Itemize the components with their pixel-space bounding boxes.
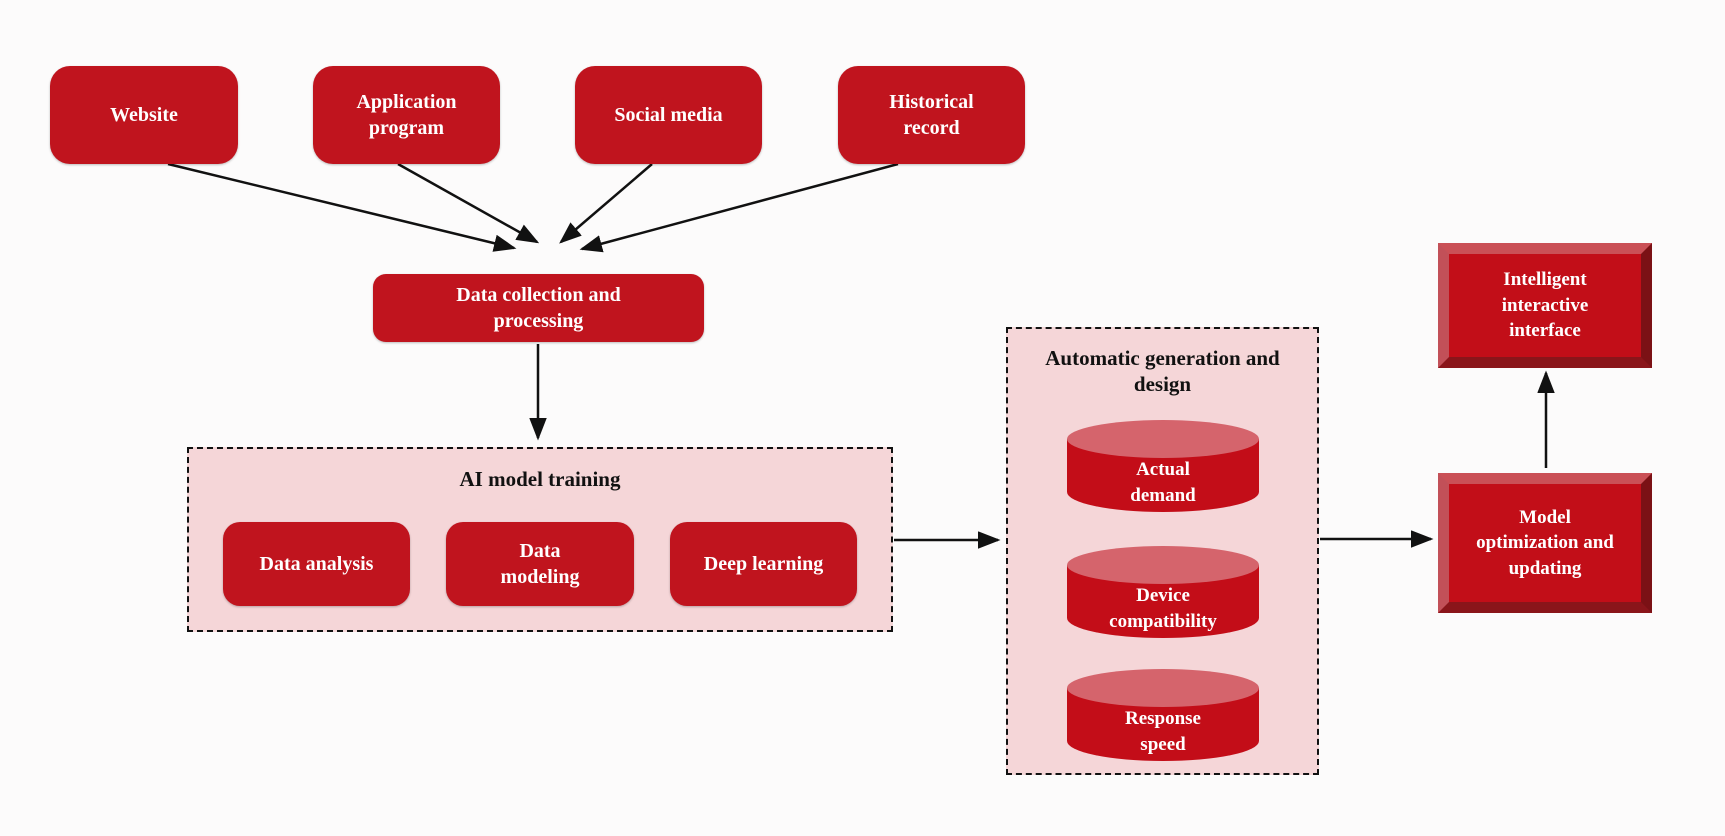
node-application-program: Application program <box>313 66 500 164</box>
node-device-compatibility: Device compatibility <box>1067 546 1259 638</box>
node-data-modeling: Data modeling <box>446 522 634 606</box>
node-social-media: Social media <box>575 66 762 164</box>
node-historical-record: Historical record <box>838 66 1025 164</box>
node-data-collection: Data collection and processing <box>373 274 704 342</box>
node-intelligent-interface: Intelligent interactive interface <box>1438 243 1652 368</box>
node-intelligent-interface-label: Intelligent interactive interface <box>1501 269 1589 342</box>
container-ai-model-training-title: AI model training <box>459 467 621 491</box>
node-response-speed-label: Response speed <box>1124 707 1201 755</box>
cylinder-top-ellipse <box>1067 420 1259 458</box>
cylinder-top-ellipse <box>1067 546 1259 584</box>
container-automatic-generation-title: Automatic generation and design <box>1045 346 1280 397</box>
node-actual-demand-label: Actual demand <box>1130 458 1196 506</box>
node-historical-record-label: Historical record <box>889 90 974 139</box>
node-response-speed: Response speed <box>1067 669 1259 761</box>
node-data-modeling-label: Data modeling <box>500 539 580 588</box>
node-device-compatibility-label: Device compatibility <box>1109 584 1217 632</box>
node-deep-learning-label: Deep learning <box>703 552 824 575</box>
node-data-analysis-label: Data analysis <box>259 552 374 575</box>
node-model-optimization-label: Model optimization and updating <box>1476 506 1614 579</box>
node-website: Website <box>50 66 238 164</box>
node-social-media-label: Social media <box>614 103 723 126</box>
node-actual-demand: Actual demand <box>1067 420 1259 512</box>
cylinder-top-ellipse <box>1067 669 1259 707</box>
node-application-program-label: Application program <box>356 90 457 139</box>
node-model-optimization: Model optimization and updating <box>1438 473 1652 613</box>
node-data-collection-label: Data collection and processing <box>456 283 621 332</box>
node-deep-learning: Deep learning <box>670 522 857 606</box>
node-website-label: Website <box>110 103 178 126</box>
node-data-analysis: Data analysis <box>223 522 410 606</box>
